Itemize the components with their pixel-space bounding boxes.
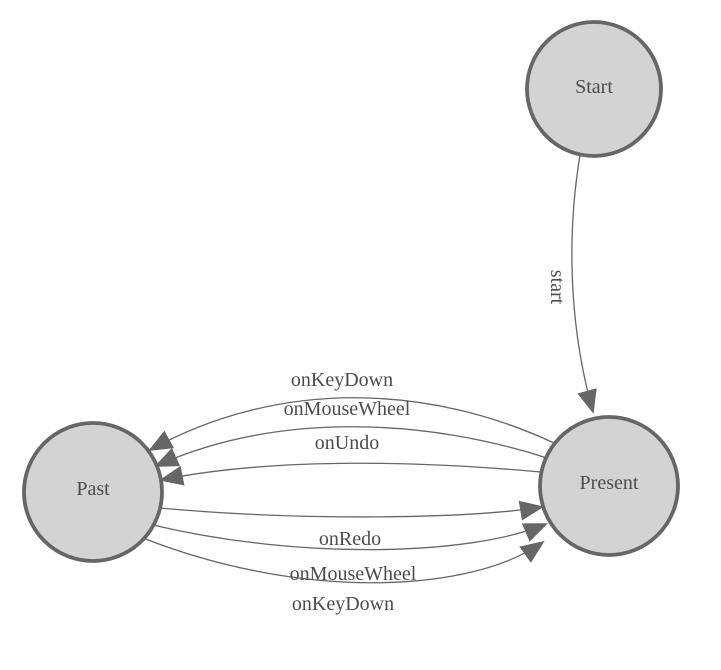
node-circle-past <box>22 421 164 563</box>
edge-label-onundo: onUndo <box>315 432 379 454</box>
edge-label-onmousewheel-upper: onMouseWheel <box>284 398 411 420</box>
edge-label-onkeydown-lower: onKeyDown <box>292 593 394 615</box>
node-label-past: Past <box>76 478 110 500</box>
node-circle-start <box>525 20 663 158</box>
edge-line-start <box>571 154 597 414</box>
edge-line-onmousewheel-lower <box>152 523 548 551</box>
edge-label-onredo: onRedo <box>319 528 381 550</box>
state-node-start[interactable]: Start <box>525 20 663 158</box>
edge-present-to-past-onmousewheel: onMouseWheel <box>154 398 548 467</box>
edge-line-onredo <box>159 500 544 521</box>
edge-label-onmousewheel-lower: onMouseWheel <box>290 563 417 585</box>
edge-past-to-present-onmousewheel: onMouseWheel <box>152 523 548 585</box>
edge-past-to-present-onredo: onRedo <box>159 500 544 550</box>
edge-label-start: start <box>546 270 568 305</box>
edge-line-onundo <box>159 462 542 486</box>
edge-present-to-past-onkeydown: onKeyDown <box>148 369 555 451</box>
edge-past-to-present-onkeydown: onKeyDown <box>142 537 545 615</box>
node-label-present: Present <box>580 472 639 494</box>
edge-label-onkeydown-upper: onKeyDown <box>291 369 393 391</box>
edge-present-to-past-onundo: onUndo <box>159 432 542 486</box>
state-node-present[interactable]: Present <box>538 415 680 557</box>
edge-line-onmousewheel-upper <box>154 426 548 467</box>
state-node-past[interactable]: Past <box>22 421 164 563</box>
node-circle-present <box>538 415 680 557</box>
edge-line-onkeydown-lower <box>142 537 545 584</box>
edge-line-onkeydown-upper <box>148 397 555 451</box>
edge-start-to-present: start <box>546 154 597 414</box>
node-label-start: Start <box>575 76 613 98</box>
